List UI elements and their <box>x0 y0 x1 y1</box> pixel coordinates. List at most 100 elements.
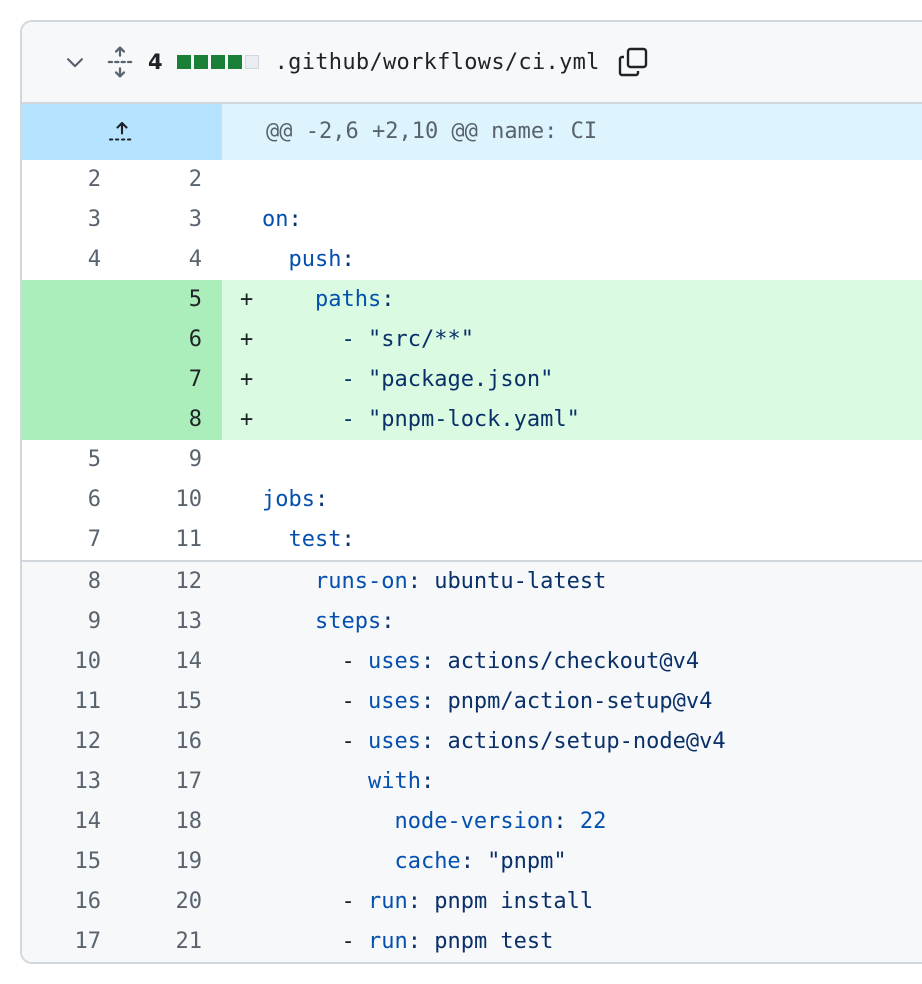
new-line-number[interactable]: 6 <box>122 320 222 360</box>
new-line-number[interactable]: 12 <box>175 569 203 594</box>
code-indent <box>262 527 289 552</box>
diff-line-context: 10 14 - uses: actions/checkout@v4 <box>22 642 922 682</box>
old-line-number[interactable]: 9 <box>87 609 101 634</box>
old-line-number[interactable]: 7 <box>87 527 101 552</box>
code-indent <box>262 849 394 874</box>
file-path[interactable]: .github/workflows/ci.yml <box>274 49 600 75</box>
yaml-value: : "pnpm" <box>460 849 567 874</box>
code-line: node-version: 22 <box>222 802 922 842</box>
chevron-down-icon[interactable] <box>62 49 88 75</box>
yaml-key: push <box>288 247 342 272</box>
additions-count: 4 <box>148 50 163 74</box>
old-line-number[interactable]: 4 <box>87 247 101 272</box>
code-indent <box>262 407 341 432</box>
code-indent: - <box>262 649 368 674</box>
old-line-number[interactable]: 8 <box>87 569 101 594</box>
diff-sign: + <box>240 327 254 352</box>
new-line-number[interactable]: 15 <box>175 689 203 714</box>
yaml-key: cache <box>394 849 461 874</box>
diffstat-addition-block <box>176 55 191 69</box>
diff-line-added: 7+ - "package.json" <box>22 360 922 400</box>
yaml-value: : pnpm/action-setup@v4 <box>420 689 713 714</box>
code-indent <box>262 247 289 272</box>
old-line-number[interactable] <box>22 400 122 440</box>
new-line-number[interactable]: 13 <box>175 609 203 634</box>
new-line-number[interactable]: 11 <box>175 527 203 552</box>
copy-icon[interactable] <box>616 45 650 79</box>
code-line: - run: pnpm install <box>222 882 922 922</box>
yaml-key: uses <box>367 649 421 674</box>
old-line-number[interactable] <box>22 320 122 360</box>
yaml-number: 22 <box>579 809 607 834</box>
yaml-key: run <box>367 889 408 914</box>
diff-file: 4 .github/workflows/ci.yml @@ -2,6 +2,10… <box>20 20 922 964</box>
code-line: cache: "pnpm" <box>222 842 922 882</box>
yaml-key: test <box>288 527 342 552</box>
yaml-key: uses <box>367 729 421 754</box>
code-line: - uses: pnpm/action-setup@v4 <box>222 682 922 722</box>
yaml-key: node-version <box>394 809 554 834</box>
diff-line-context: 7 11 test: <box>22 520 922 560</box>
code-line: + - "package.json" <box>222 360 922 400</box>
diffstat-addition-block <box>227 55 242 69</box>
new-line-number[interactable]: 19 <box>175 849 203 874</box>
old-line-number[interactable]: 10 <box>74 649 102 674</box>
new-line-number[interactable]: 21 <box>175 929 203 954</box>
expand-up-icon[interactable] <box>22 104 222 160</box>
code-line: + - "src/**" <box>222 320 922 360</box>
old-line-number[interactable]: 15 <box>74 849 102 874</box>
yaml-value: : <box>381 609 395 634</box>
code-line: + - "pnpm-lock.yaml" <box>222 400 922 440</box>
new-line-number[interactable]: 16 <box>175 729 203 754</box>
yaml-value: - "src/**" <box>341 327 474 352</box>
old-line-number[interactable]: 16 <box>74 889 102 914</box>
code-indent <box>262 609 315 634</box>
old-line-number[interactable]: 5 <box>87 447 101 472</box>
diff-line-added: 5+ paths: <box>22 280 922 320</box>
diffstat-neutral-block <box>244 55 259 69</box>
code-line: on: <box>222 200 922 240</box>
old-line-number[interactable]: 11 <box>74 689 102 714</box>
yaml-value: : <box>553 809 580 834</box>
yaml-key: paths <box>314 287 382 312</box>
new-line-number[interactable]: 2 <box>188 167 202 192</box>
code-indent <box>262 327 341 352</box>
new-line-number[interactable]: 7 <box>122 360 222 400</box>
old-line-number[interactable] <box>22 360 122 400</box>
old-line-number[interactable]: 6 <box>87 487 101 512</box>
unfold-icon[interactable] <box>106 45 134 79</box>
old-line-number[interactable]: 12 <box>74 729 102 754</box>
new-line-number[interactable]: 9 <box>188 447 202 472</box>
diff-sign: + <box>240 287 254 312</box>
code-indent: - <box>262 689 368 714</box>
new-line-number[interactable]: 8 <box>122 400 222 440</box>
new-line-number[interactable]: 10 <box>175 487 203 512</box>
yaml-value: : <box>341 527 355 552</box>
old-line-number[interactable]: 14 <box>74 809 102 834</box>
new-line-number[interactable]: 14 <box>175 649 203 674</box>
old-line-number[interactable]: 13 <box>74 769 102 794</box>
old-line-number[interactable]: 2 <box>87 167 101 192</box>
diff-line-added: 6+ - "src/**" <box>22 320 922 360</box>
new-line-number[interactable]: 3 <box>188 207 202 232</box>
code-line: - uses: actions/checkout@v4 <box>222 642 922 682</box>
diff-line-context: 3 3 on: <box>22 200 922 240</box>
new-line-number[interactable]: 17 <box>175 769 203 794</box>
new-line-number[interactable]: 4 <box>188 247 202 272</box>
old-line-number[interactable]: 3 <box>87 207 101 232</box>
code-indent <box>262 569 315 594</box>
old-line-number[interactable]: 17 <box>74 929 102 954</box>
yaml-key: runs-on <box>314 569 408 594</box>
yaml-value: - "pnpm-lock.yaml" <box>341 407 580 432</box>
new-line-number[interactable]: 18 <box>175 809 203 834</box>
yaml-key: jobs <box>262 487 315 512</box>
code-line: test: <box>222 520 922 560</box>
new-line-number[interactable]: 5 <box>122 280 222 320</box>
old-line-number[interactable] <box>22 280 122 320</box>
new-line-number[interactable]: 20 <box>175 889 203 914</box>
